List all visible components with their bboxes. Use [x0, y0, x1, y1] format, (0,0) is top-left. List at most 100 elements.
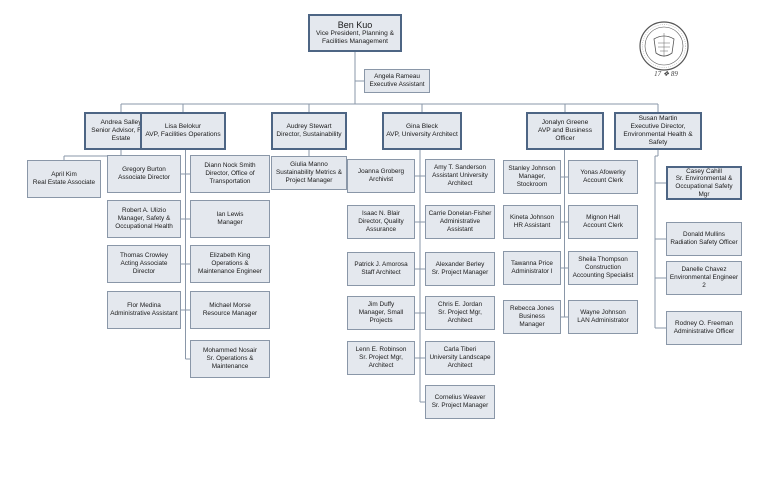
person-title: Staff Architect	[361, 269, 401, 276]
person-name: Mignon Hall	[586, 214, 620, 222]
person-title: Administrative Officer	[673, 328, 735, 335]
person-title: Manager	[217, 219, 243, 226]
person-name: Danelle Chavez	[681, 266, 727, 274]
person-title: Director, Quality Assurance	[358, 218, 404, 233]
person-name: Elizabeth King	[209, 252, 251, 260]
person-name: Carrie Donelan-Fisher	[428, 210, 492, 218]
person-title: AVP and Business Officer	[537, 127, 592, 142]
person-title: HR Assistant	[513, 222, 551, 229]
person-name: Sheila Thompson	[578, 256, 628, 264]
person-name: Jim Duffy	[367, 301, 395, 309]
person-name: Gregory Burton	[122, 166, 166, 174]
seal-year: 17 ❖ 89	[654, 70, 678, 78]
person-title: Construction Accounting Specialist	[572, 264, 634, 279]
person-name: Andrea Salley	[100, 119, 142, 127]
person-name: April Kim	[51, 171, 77, 179]
person-title: Environmental Engineer 2	[669, 274, 739, 289]
person-title: Sr. Operations & Maintenance	[206, 355, 254, 370]
person-title: Business Manager	[519, 313, 545, 328]
person-name: Chris E. Jordan	[437, 301, 483, 309]
person-title: Manager, Small Projects	[358, 309, 404, 324]
person-title: Sr. Project Manager	[431, 269, 489, 276]
person-name: Joanna Groberg	[357, 168, 405, 176]
person-name: Rebecca Jones	[509, 305, 555, 313]
person-title: Acting Associate Director	[120, 260, 168, 275]
person-title: Associate Director	[118, 174, 170, 181]
person-name: Jonalyn Greene	[541, 119, 589, 127]
person-name: Yonas Afowerky	[580, 169, 626, 177]
person-title: Executive Assistant	[369, 81, 425, 88]
person-title: Director, Sustainability	[276, 131, 342, 138]
person-title: Resource Manager	[202, 310, 258, 317]
person-name: Kineta Johnson	[509, 214, 555, 222]
person-name: Stanley Johnson	[508, 165, 556, 173]
person-name: Diann Nock Smith	[204, 162, 256, 170]
assistant-box: Angela Rameau Executive Assistant	[364, 69, 430, 93]
person-title: Account Clerk	[583, 222, 623, 229]
person-title: Sustainability Metrics & Project Manager	[275, 169, 343, 184]
person-title: Radiation Safety Officer	[670, 239, 738, 246]
person-title: Sr. Project Mgr, Architect	[438, 309, 482, 324]
person-name: Rodney O. Freeman	[675, 320, 733, 328]
person-title: Account Clerk	[583, 177, 623, 184]
person-name: Mohammed Nosair	[203, 347, 257, 355]
top-executive-box: Ben Kuo Vice President, Planning & Facil…	[308, 14, 402, 52]
person-title: LAN Administrator	[577, 317, 629, 324]
person-title: AVP, University Architect	[386, 131, 458, 138]
person-title: Executive Director, Environmental Health…	[623, 123, 693, 146]
person-title: Manager, Safety & Occupational Health	[115, 215, 173, 230]
person-title: Manager, Stockroom	[516, 173, 548, 188]
university-seal-icon	[639, 21, 689, 71]
person-title: Administrator I	[511, 268, 553, 275]
person-title: Administrative Assistant	[110, 310, 178, 317]
person-name: Lisa Belokur	[164, 123, 202, 131]
person-title: Archivist	[368, 176, 394, 183]
person-name: Alexander Berley	[435, 261, 485, 269]
person-name: Flor Medina	[127, 302, 161, 310]
person-title: Real Estate Associate	[32, 179, 96, 186]
person-name: Amy T. Sanderson	[433, 164, 487, 172]
person-title: Sr. Environmental & Occupational Safety …	[675, 175, 733, 198]
seal-year-left: 17	[654, 70, 662, 78]
person-name: Robert A. Ulizio	[121, 207, 167, 215]
person-name: Patrick J. Amorosa	[354, 261, 408, 269]
person-title: Director, Office of Transportation	[205, 170, 255, 185]
person-name: Angela Rameau	[374, 73, 420, 81]
person-name: Ian Lewis	[216, 211, 244, 219]
person-name: Susan Martin	[638, 115, 678, 123]
person-name: Isaac N. Blair	[361, 210, 400, 218]
person-title: Assistant University Architect	[432, 172, 488, 187]
person-title: Senior Advisor, Real Estate	[91, 127, 151, 142]
person-title: Sr. Project Mgr, Architect	[359, 354, 403, 369]
